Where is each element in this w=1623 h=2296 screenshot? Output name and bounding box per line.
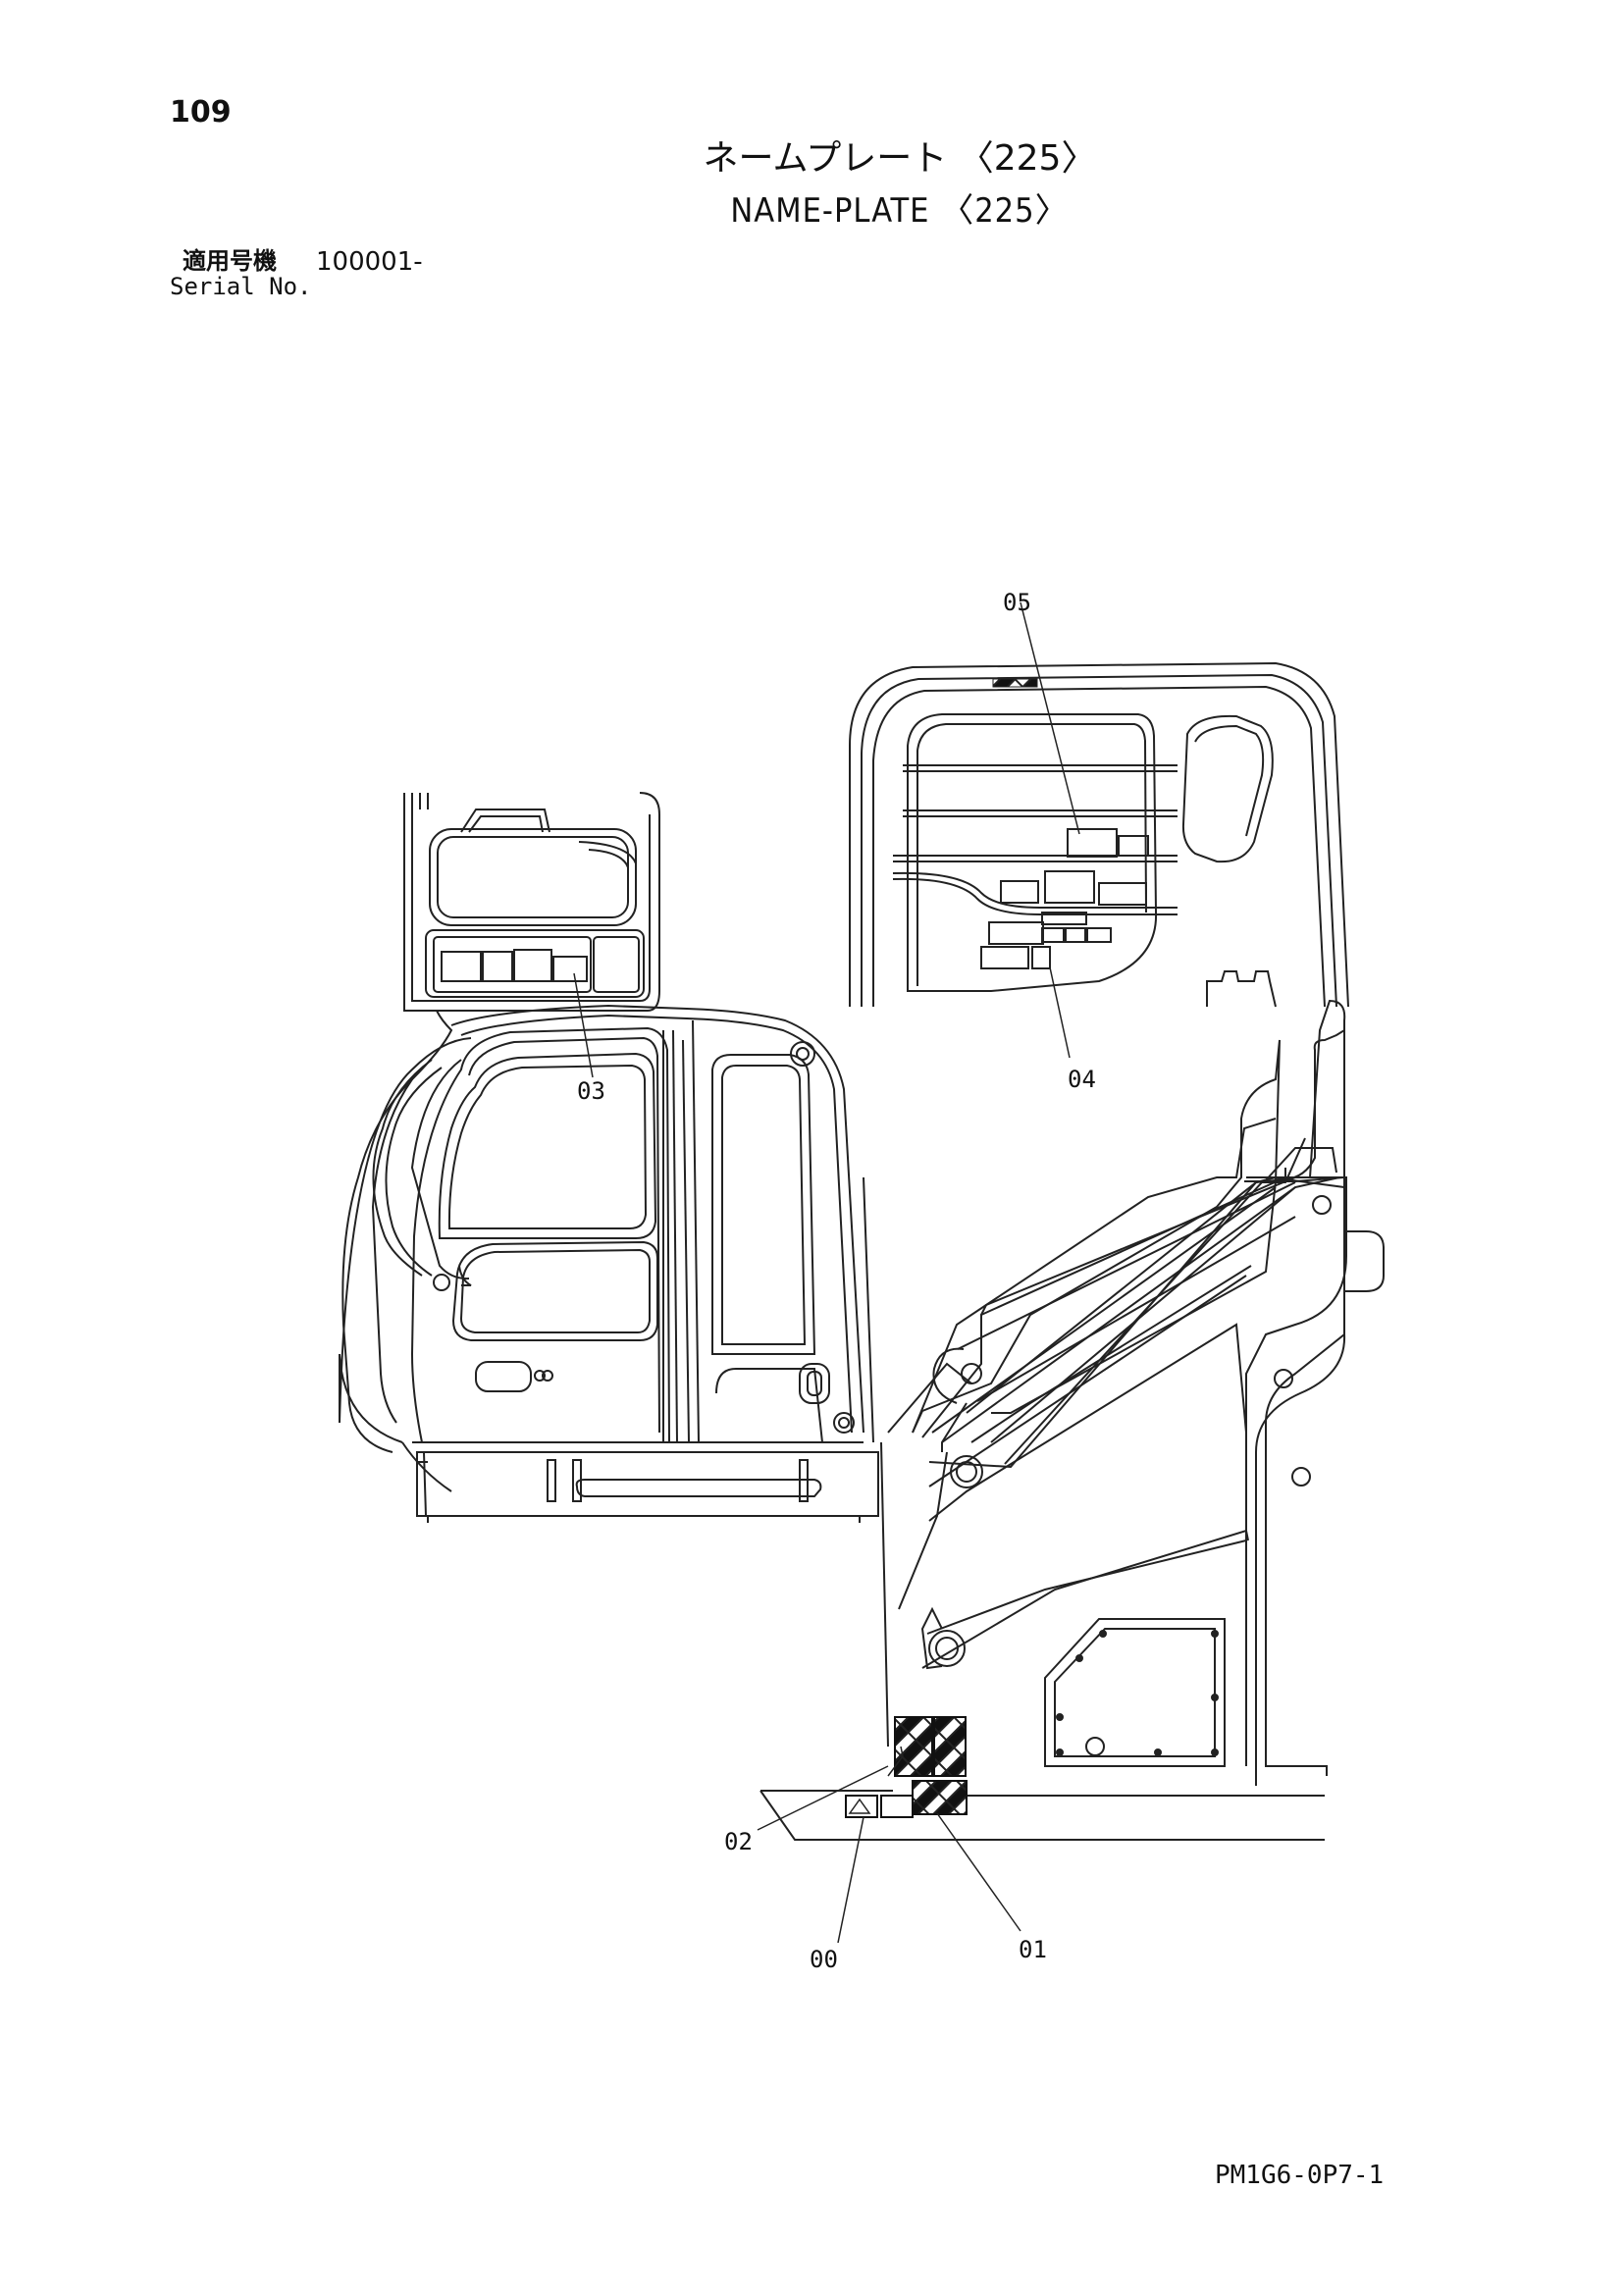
document-code: PM1G6-0P7-1 bbox=[1215, 2161, 1385, 2190]
cab-side-view bbox=[334, 1006, 878, 1523]
serial-label-japanese: 適用号機 bbox=[183, 247, 277, 275]
boom-bracket-clean bbox=[887, 1177, 1344, 1786]
page-title-japanese: ネームプレート 〈225〉 bbox=[703, 138, 1097, 179]
serial-number-value: 100001- bbox=[316, 247, 423, 277]
callout-02: 02 bbox=[724, 1828, 753, 1855]
callout-03: 03 bbox=[577, 1077, 605, 1105]
warning-plates bbox=[846, 1717, 967, 1817]
callout-04: 04 bbox=[1068, 1066, 1096, 1093]
serial-label-english: Serial No. bbox=[170, 273, 312, 300]
leader-lines bbox=[758, 1766, 1021, 1943]
page-title-english: NAME-PLATE 〈225〉 bbox=[730, 191, 1070, 231]
callout-05: 05 bbox=[1003, 589, 1031, 616]
door-interior-detail bbox=[404, 793, 659, 1077]
cab-interior-detail bbox=[850, 602, 1348, 1058]
callout-01: 01 bbox=[1019, 1936, 1047, 1963]
boom-bracket bbox=[888, 1001, 1346, 1776]
page-number: 109 bbox=[170, 95, 232, 130]
callout-00: 00 bbox=[810, 1946, 838, 1973]
upper-frame bbox=[760, 1442, 1325, 1840]
